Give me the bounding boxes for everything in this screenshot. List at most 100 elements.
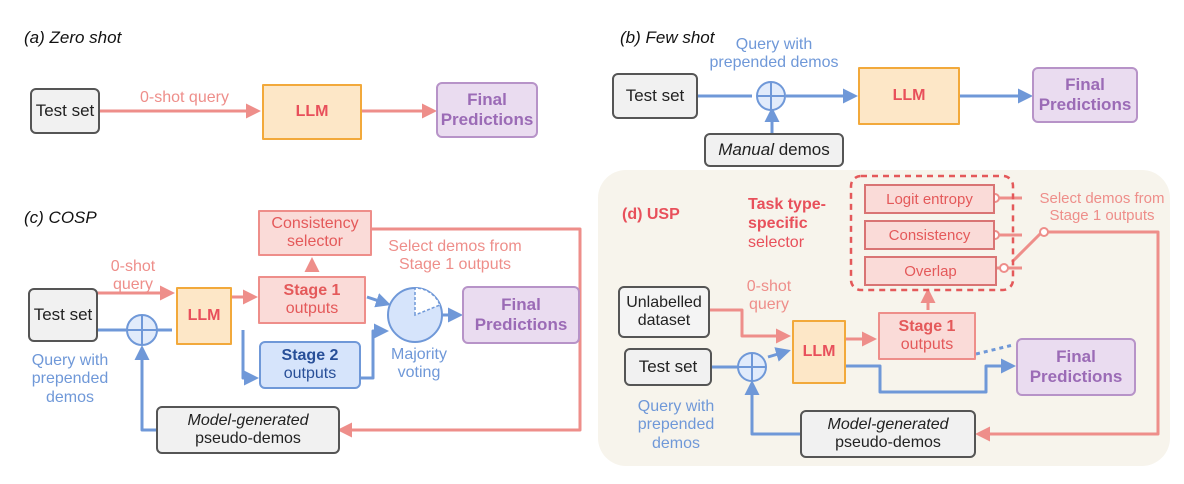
b-query-line-1: Query with bbox=[735, 36, 813, 53]
d-prepended-line-1: Query with bbox=[637, 398, 715, 415]
c-select-demos-label: Select demos from Stage 1 outputs bbox=[372, 238, 538, 275]
b-manual-italic: Manual bbox=[718, 140, 774, 160]
c-arrow-stage2 bbox=[241, 330, 259, 386]
c-stage2-line-2: outputs bbox=[283, 365, 337, 382]
c-query-line-2: query bbox=[112, 276, 154, 294]
d-selector-consistency: Consistency bbox=[864, 220, 995, 250]
c-consistency-selector-box: Consistency selector bbox=[258, 210, 372, 256]
d-arrow-final bbox=[846, 358, 1016, 394]
c-stage1-line-1: Stage 1 bbox=[283, 281, 341, 299]
d-selector-frame bbox=[849, 174, 1015, 292]
d-final-line-1: Final bbox=[1056, 347, 1096, 367]
c-prepended-line-2: prepended bbox=[31, 370, 109, 388]
c-arrow-stage1-vote bbox=[366, 293, 391, 308]
a-test-set-box: Test set bbox=[30, 88, 100, 134]
panel-b-title: (b) Few shot bbox=[620, 28, 715, 47]
d-unlabelled-line-2: dataset bbox=[637, 312, 691, 329]
c-final-line-1: Final bbox=[501, 295, 541, 315]
b-test-set-box: Test set bbox=[612, 73, 698, 119]
panel-c-title: (c) COSP bbox=[24, 208, 97, 227]
c-select-line-2: Stage 1 outputs bbox=[398, 256, 512, 274]
a-query-label: 0-shot query bbox=[140, 89, 229, 106]
c-pseudo-rest: pseudo-demos bbox=[195, 430, 301, 447]
b-query-label: Query with prepended demos bbox=[706, 36, 842, 73]
c-majority-line-2: voting bbox=[397, 364, 441, 382]
c-consistency-line-1: Consistency bbox=[271, 214, 359, 232]
d-arrow-stage1-dashed bbox=[975, 343, 1014, 356]
d-prepended-line-3: demos bbox=[651, 434, 701, 452]
d-pseudo-italic: Model-generated bbox=[827, 415, 949, 433]
d-task-type-label: Task type- specific selector bbox=[748, 195, 848, 253]
d-select-demos-label: Select demos from Stage 1 outputs bbox=[1030, 190, 1174, 225]
majority-voting-pie-icon bbox=[387, 287, 443, 343]
c-final-line-2: Predictions bbox=[474, 315, 568, 334]
d-prepended-line-2: prepended bbox=[637, 416, 715, 434]
d-pseudo-rest: pseudo-demos bbox=[835, 434, 941, 451]
d-stage1-line-2: outputs bbox=[900, 336, 954, 353]
c-arrow-selector-loop bbox=[337, 227, 582, 438]
d-switch-pivot bbox=[1039, 227, 1049, 237]
d-llm-box: LLM bbox=[792, 320, 846, 384]
d-arrow-query bbox=[710, 308, 791, 344]
d-final-predictions-box: Final Predictions bbox=[1016, 338, 1136, 396]
c-stage1-box: Stage 1 outputs bbox=[258, 276, 366, 324]
d-unlabelled-dataset-box: Unlabelled dataset bbox=[618, 286, 710, 338]
d-select-line-1: Select demos from bbox=[1039, 190, 1165, 207]
d-stage1-box: Stage 1 outputs bbox=[878, 312, 976, 360]
d-query-line-1: 0-shot bbox=[746, 278, 792, 295]
c-majority-voting-label: Majority voting bbox=[374, 346, 464, 383]
c-arrow-stage2-vote bbox=[360, 323, 389, 380]
d-query-prepended-label: Query with prepended demos bbox=[628, 398, 724, 453]
d-plus-node-icon bbox=[737, 352, 767, 382]
c-majority-line-1: Majority bbox=[390, 346, 447, 363]
b-final-line-2: Predictions bbox=[1038, 95, 1132, 114]
c-pseudo-italic: Model-generated bbox=[187, 411, 309, 429]
d-arrow-pseudo-loop bbox=[744, 380, 800, 436]
panel-d-title: (d) USP bbox=[622, 206, 680, 223]
b-final-line-1: Final bbox=[1065, 75, 1105, 95]
d-pseudo-demos-box: Model-generated pseudo-demos bbox=[800, 410, 976, 458]
d-arrow-plus-llm bbox=[767, 347, 791, 362]
a-llm-box: LLM bbox=[262, 84, 362, 140]
d-final-line-2: Predictions bbox=[1029, 367, 1123, 386]
d-unlabelled-line-1: Unlabelled bbox=[626, 293, 702, 311]
c-query-line-1: 0-shot bbox=[110, 258, 156, 275]
d-selector-overlap: Overlap bbox=[864, 256, 997, 286]
c-stage2-box: Stage 2 outputs bbox=[259, 341, 361, 389]
c-llm-box: LLM bbox=[176, 287, 232, 345]
d-switch-contact-3 bbox=[999, 263, 1009, 273]
b-final-predictions-box: Final Predictions bbox=[1032, 67, 1138, 123]
d-query-label: 0-shot query bbox=[734, 278, 804, 315]
d-switch-blade bbox=[1010, 230, 1044, 264]
d-stage1-line-1: Stage 1 bbox=[898, 317, 956, 335]
c-query-label: 0-shot query bbox=[98, 258, 168, 295]
b-query-line-2: prepended demos bbox=[709, 54, 839, 72]
d-task-line-1: Task type- bbox=[748, 196, 826, 213]
a-final-line-1: Final bbox=[467, 90, 507, 110]
d-test-set-box: Test set bbox=[624, 348, 712, 386]
d-select-line-2: Stage 1 outputs bbox=[1049, 207, 1155, 225]
c-test-set-box: Test set bbox=[28, 288, 98, 342]
b-manual-rest: demos bbox=[774, 140, 830, 160]
c-prepended-line-3: demos bbox=[45, 388, 95, 406]
c-stage1-line-2: outputs bbox=[285, 300, 339, 317]
c-arrow-pseudo-loop bbox=[134, 345, 156, 432]
b-plus-node-icon bbox=[756, 81, 786, 111]
panel-a-title: (a) Zero shot bbox=[24, 28, 122, 47]
c-select-line-1: Select demos from bbox=[388, 238, 522, 255]
c-pseudo-demos-box: Model-generated pseudo-demos bbox=[156, 406, 340, 454]
d-task-line-3: selector bbox=[748, 234, 805, 252]
d-query-line-2: query bbox=[748, 296, 790, 314]
c-plus-node-icon bbox=[126, 314, 158, 346]
b-llm-box: LLM bbox=[858, 67, 960, 125]
c-final-predictions-box: Final Predictions bbox=[462, 286, 580, 344]
a-final-line-2: Predictions bbox=[440, 110, 534, 129]
c-prepended-line-1: Query with bbox=[31, 352, 109, 369]
c-consistency-line-2: selector bbox=[286, 233, 344, 250]
c-stage2-line-1: Stage 2 bbox=[281, 346, 339, 364]
d-task-line-2: specific bbox=[748, 215, 808, 233]
a-final-predictions-box: Final Predictions bbox=[436, 82, 538, 138]
c-query-prepended-label: Query with prepended demos bbox=[22, 352, 118, 407]
